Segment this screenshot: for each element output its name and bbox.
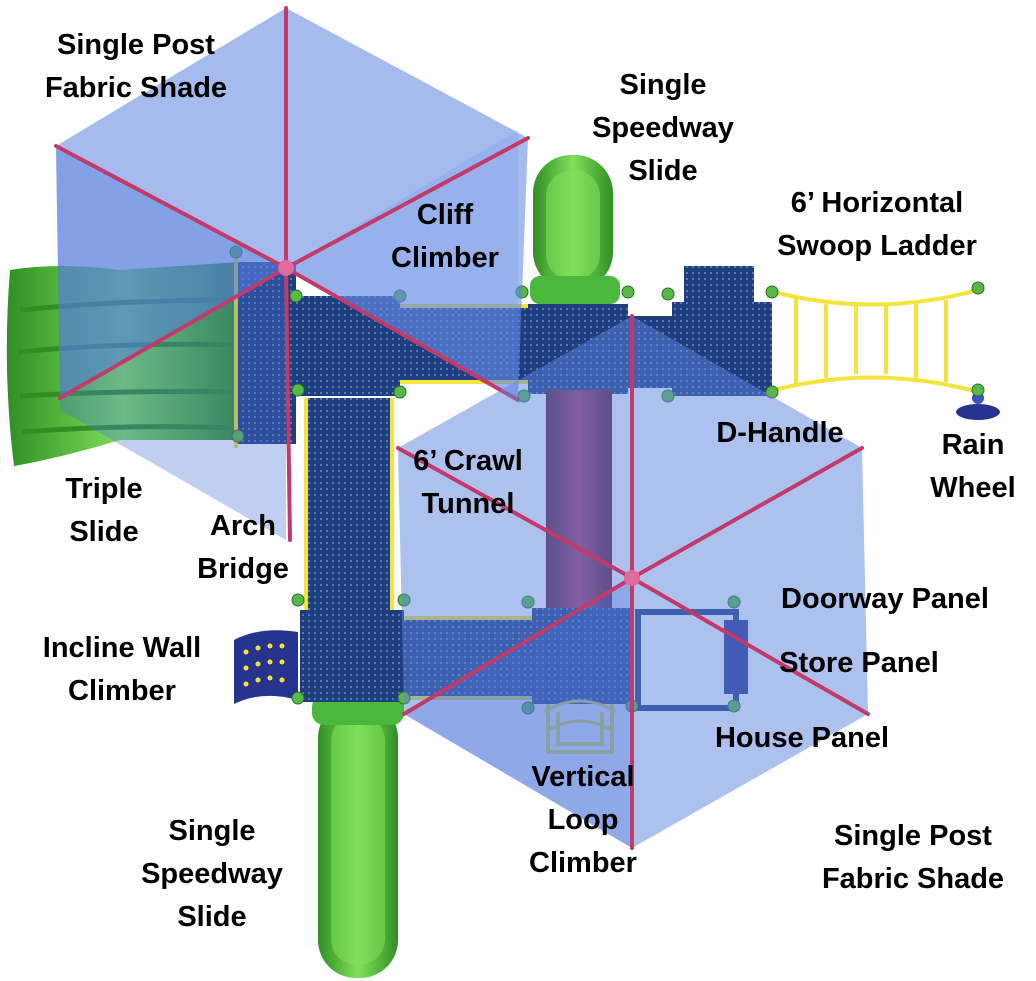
label-swoop-ladder: 6’ Horizontal Swoop Ladder (777, 187, 977, 262)
label-d-handle: D-Handle (716, 417, 844, 449)
label-shade-bottom-right: Single Post Fabric Shade (821, 820, 1005, 895)
label-triple-slide: Triple Slide (65, 473, 143, 548)
label-slide-bottom: Single Speedway Slide (141, 815, 283, 933)
label-doorway-panel: Doorway Panel (781, 583, 989, 615)
speedway-slide-icon (530, 155, 620, 304)
fabric-shade-icon (396, 314, 870, 850)
label-slide-top: Single Speedway Slide (592, 69, 734, 187)
label-rain-wheel: Rain Wheel (930, 429, 1016, 504)
incline-wall-climber-icon (234, 630, 298, 704)
label-crawl-tunnel: 6’ Crawl Tunnel (413, 445, 523, 520)
label-store-panel: Store Panel (779, 647, 939, 679)
fabric-shade-icon (54, 6, 530, 542)
label-incline-wall: Incline Wall Climber (42, 632, 202, 707)
swoop-ladder-icon (773, 288, 979, 394)
label-vertical-loop: Vertical Loop Climber (529, 761, 637, 879)
speedway-slide-icon (312, 695, 404, 978)
label-shade-top-left: Single Post Fabric Shade (44, 29, 228, 104)
label-cliff-climber: Cliff Climber (391, 199, 499, 274)
label-house-panel: House Panel (714, 722, 890, 754)
label-arch-bridge: Arch Bridge (197, 510, 289, 585)
